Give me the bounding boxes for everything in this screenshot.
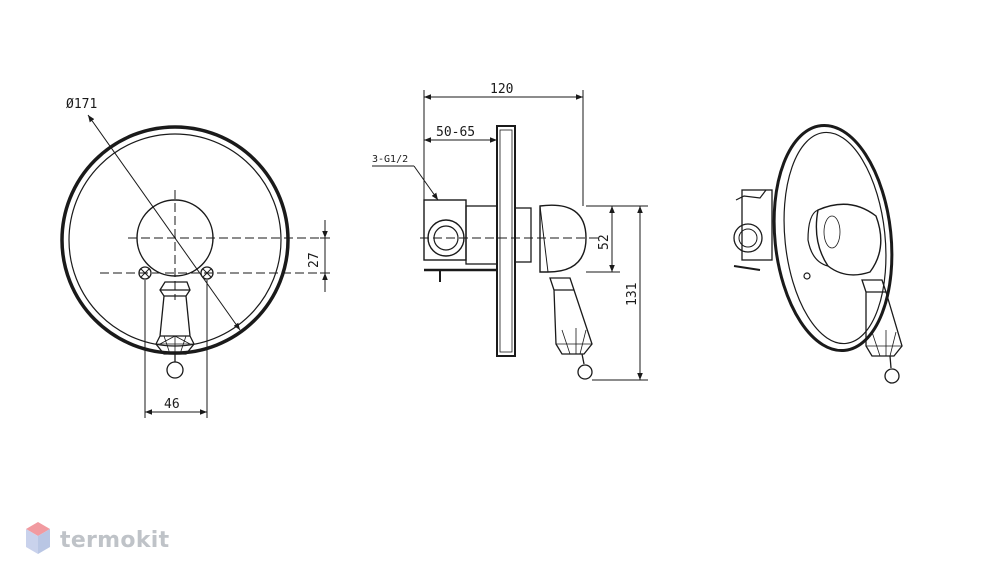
- perspective-plate-outer: [772, 123, 894, 353]
- crystal-handle-side: [549, 277, 593, 380]
- side-view: [372, 90, 648, 381]
- watermark: termokit: [24, 520, 169, 560]
- overall-depth-label: 120: [490, 82, 513, 97]
- crystal-handle-front: [155, 281, 195, 379]
- total-height-label: 131: [625, 283, 640, 306]
- hole-offset-label: 27: [307, 252, 322, 268]
- connection-note: 3-G1/2: [372, 154, 408, 165]
- front-view: [60, 114, 330, 418]
- perspective-view: [733, 123, 903, 384]
- knob-height-label: 52: [597, 234, 612, 250]
- inlet-fitting: [423, 199, 467, 261]
- cover-plate-inner: [68, 133, 282, 347]
- side-knob: [539, 204, 587, 273]
- hexagon-logo-icon: [24, 520, 52, 560]
- valve-body: [465, 205, 498, 265]
- adjust-range-label: 50-65: [436, 125, 475, 140]
- crystal-handle-perspective: [861, 279, 903, 384]
- plate-diameter-label: Ø171: [66, 97, 97, 112]
- hole-spacing-label: 46: [164, 397, 180, 412]
- cover-plate-outer: [60, 125, 290, 355]
- watermark-text: termokit: [60, 527, 170, 553]
- perspective-knob: [815, 203, 882, 276]
